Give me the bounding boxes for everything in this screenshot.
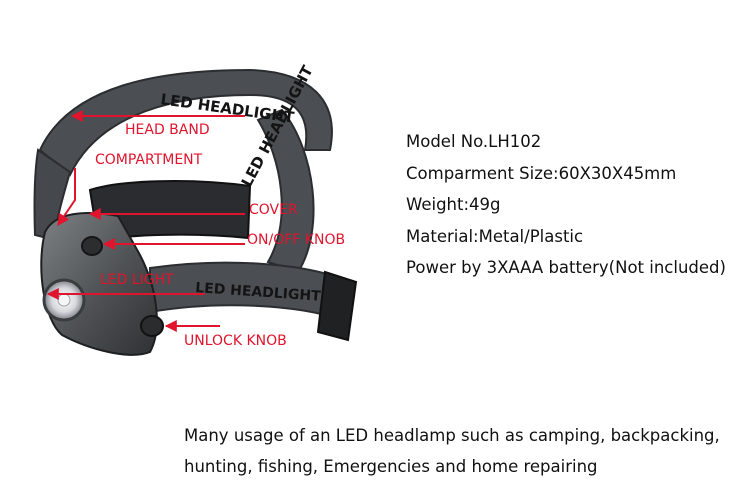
usage-description: Many usage of an LED headlamp such as ca… [184, 420, 744, 482]
spec-power: Power by 3XAAA battery(Not included) [406, 258, 726, 277]
spec-compartment-size: Comparment Size:60X30X45mm [406, 163, 677, 183]
head-band-label: HEAD BAND [125, 122, 210, 138]
led-light-label: LED LIGHT [100, 272, 174, 288]
top-strap [38, 68, 333, 177]
spec-weight: Weight:49g [406, 195, 501, 214]
headlamp-photo: LED HEADLIGHT LED HEADLIGHT LED HEADLIGH… [33, 62, 358, 356]
compartment-label: COMPARTMENT [95, 152, 203, 168]
led-emitter [57, 293, 71, 307]
usage-line-2: hunting, fishing, Emergencies and home r… [184, 457, 598, 476]
cover-label: COVER [249, 202, 298, 218]
spec-list: Model No.LH102 Comparment Size:60X30X45m… [406, 126, 746, 284]
unlock-knob [140, 315, 164, 337]
compartment-arrow [57, 168, 76, 226]
on-off-knob-label: ON/OFF KNOB [247, 232, 345, 248]
spec-model: Model No.LH102 [406, 132, 542, 151]
power-button [81, 236, 103, 256]
spec-material: Material:Metal/Plastic [406, 226, 584, 246]
strap-buckle [316, 270, 358, 342]
usage-line-1: Many usage of an LED headlamp such as ca… [184, 426, 720, 445]
part-annotations: HEAD BAND COMPARTMENT COVER ON/OFF KNOB … [46, 110, 345, 349]
unlock-knob-label: UNLOCK KNOB [184, 333, 287, 349]
